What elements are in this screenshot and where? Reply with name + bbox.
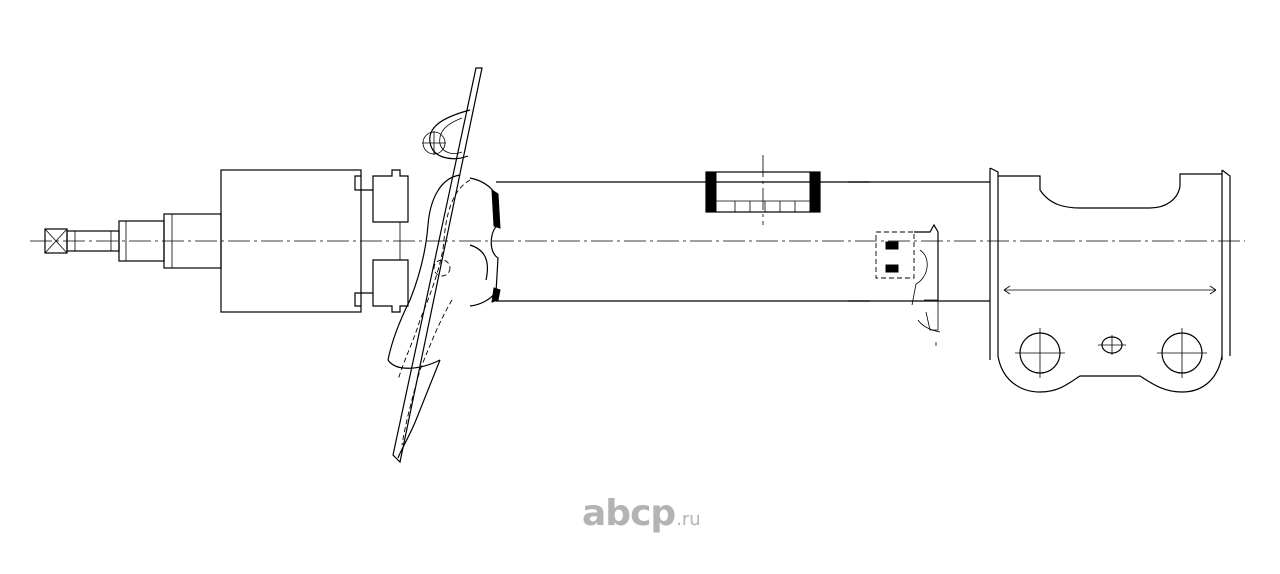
watermark-tld: .ru — [676, 509, 701, 530]
top-mount-housing — [220, 169, 409, 313]
spring-seat — [387, 67, 483, 464]
knuckle-bracket — [989, 167, 1231, 393]
bump-stop — [469, 177, 501, 307]
tube-clamp — [705, 155, 821, 225]
hose-bracket — [875, 223, 941, 346]
watermark-brand: abcp — [582, 493, 676, 534]
shock-tube — [496, 181, 990, 302]
watermark-logo: abcp .ru — [582, 494, 701, 534]
